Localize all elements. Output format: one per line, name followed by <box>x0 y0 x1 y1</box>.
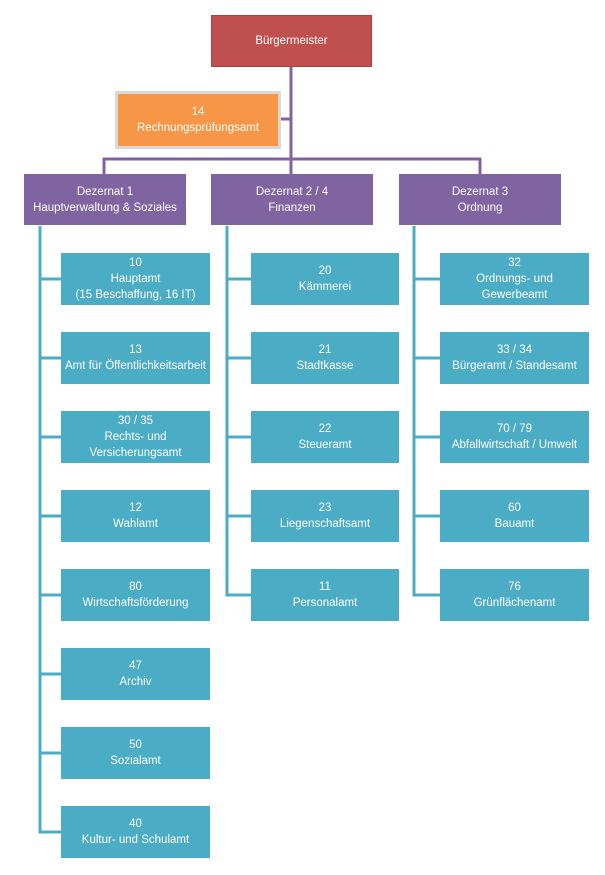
audit-label: Rechnungsprüfungsamt <box>136 122 260 134</box>
office-number: 21 <box>318 344 332 356</box>
office-label: Wirtschaftsförderung <box>82 597 189 609</box>
office-connectors <box>38 226 440 834</box>
office-label: Kultur- und Schulamt <box>81 834 190 846</box>
office-number: 20 <box>318 265 332 277</box>
audit-box: 14 Rechnungsprüfungsamt <box>115 91 281 149</box>
office-number: 30 / 35 <box>117 415 154 427</box>
office-number: 13 <box>129 344 142 356</box>
office-number: 33 / 34 <box>496 344 533 356</box>
office-label: Ordnungs- und <box>476 273 553 285</box>
dezernat-1-box: Dezernat 1 Hauptverwaltung & Soziales <box>24 174 186 225</box>
office-label: Abfallwirtschaft / Umwelt <box>451 439 578 451</box>
office-label: Wahlamt <box>113 518 158 530</box>
audit-number: 14 <box>191 106 205 118</box>
office-label: Personalamt <box>292 597 358 609</box>
office-label: Bauamt <box>494 518 535 530</box>
office-number: 47 <box>129 660 142 672</box>
office-label: Kämmerei <box>298 281 352 293</box>
office-label: Amt für Öffentlichkeitsarbeit <box>64 360 207 372</box>
office-number: 40 <box>129 818 142 830</box>
office-number: 23 <box>318 502 332 514</box>
office-number: 12 <box>129 502 142 514</box>
office-label: Stadtkasse <box>296 360 354 372</box>
office-number: 22 <box>318 423 332 435</box>
office-label: (15 Beschaffung, 16 IT) <box>75 289 196 301</box>
office-label: Archiv <box>119 676 152 688</box>
dezernat-subtitle: Finanzen <box>268 201 316 214</box>
office-number: 70 / 79 <box>496 423 533 435</box>
office-box: 33 / 34 Bürgeramt / Standesamt <box>440 332 589 384</box>
office-label: Versicherungsamt <box>89 447 182 459</box>
office-number: 11 <box>319 581 331 593</box>
office-number: 32 <box>508 257 521 269</box>
office-number: 50 <box>129 739 142 751</box>
office-box: 70 / 79 Abfallwirtschaft / Umwelt <box>440 411 589 463</box>
office-number: 80 <box>129 581 142 593</box>
office-label: Rechts- und <box>104 431 167 443</box>
office-label: Grünflächenamt <box>473 597 556 609</box>
office-label: Liegenschaftsamt <box>279 518 371 530</box>
dezernat-2-box: Dezernat 2 / 4 Finanzen <box>211 174 373 225</box>
dezernat-3-box: Dezernat 3 Ordnung <box>399 174 561 225</box>
dezernat-subtitle: Ordnung <box>457 201 503 214</box>
office-number: 76 <box>508 581 521 593</box>
office-label: Steueramt <box>298 439 352 451</box>
dezernat-title: Dezernat 2 / 4 <box>255 185 329 198</box>
dezernat-title: Dezernat 1 <box>76 185 134 198</box>
office-number: 10 <box>129 257 142 269</box>
dezernat-title: Dezernat 3 <box>451 185 509 198</box>
office-label: Bürgeramt / Standesamt <box>452 360 577 372</box>
office-label: Hauptamt <box>110 273 161 285</box>
mayor-label: Bürgermeister <box>255 35 328 47</box>
office-label: Gewerbeamt <box>481 289 548 301</box>
mayor-box: Bürgermeister <box>211 15 372 67</box>
dezernat-subtitle: Hauptverwaltung & Soziales <box>33 201 177 214</box>
office-number: 60 <box>508 502 521 514</box>
office-label: Sozialamt <box>110 755 161 767</box>
